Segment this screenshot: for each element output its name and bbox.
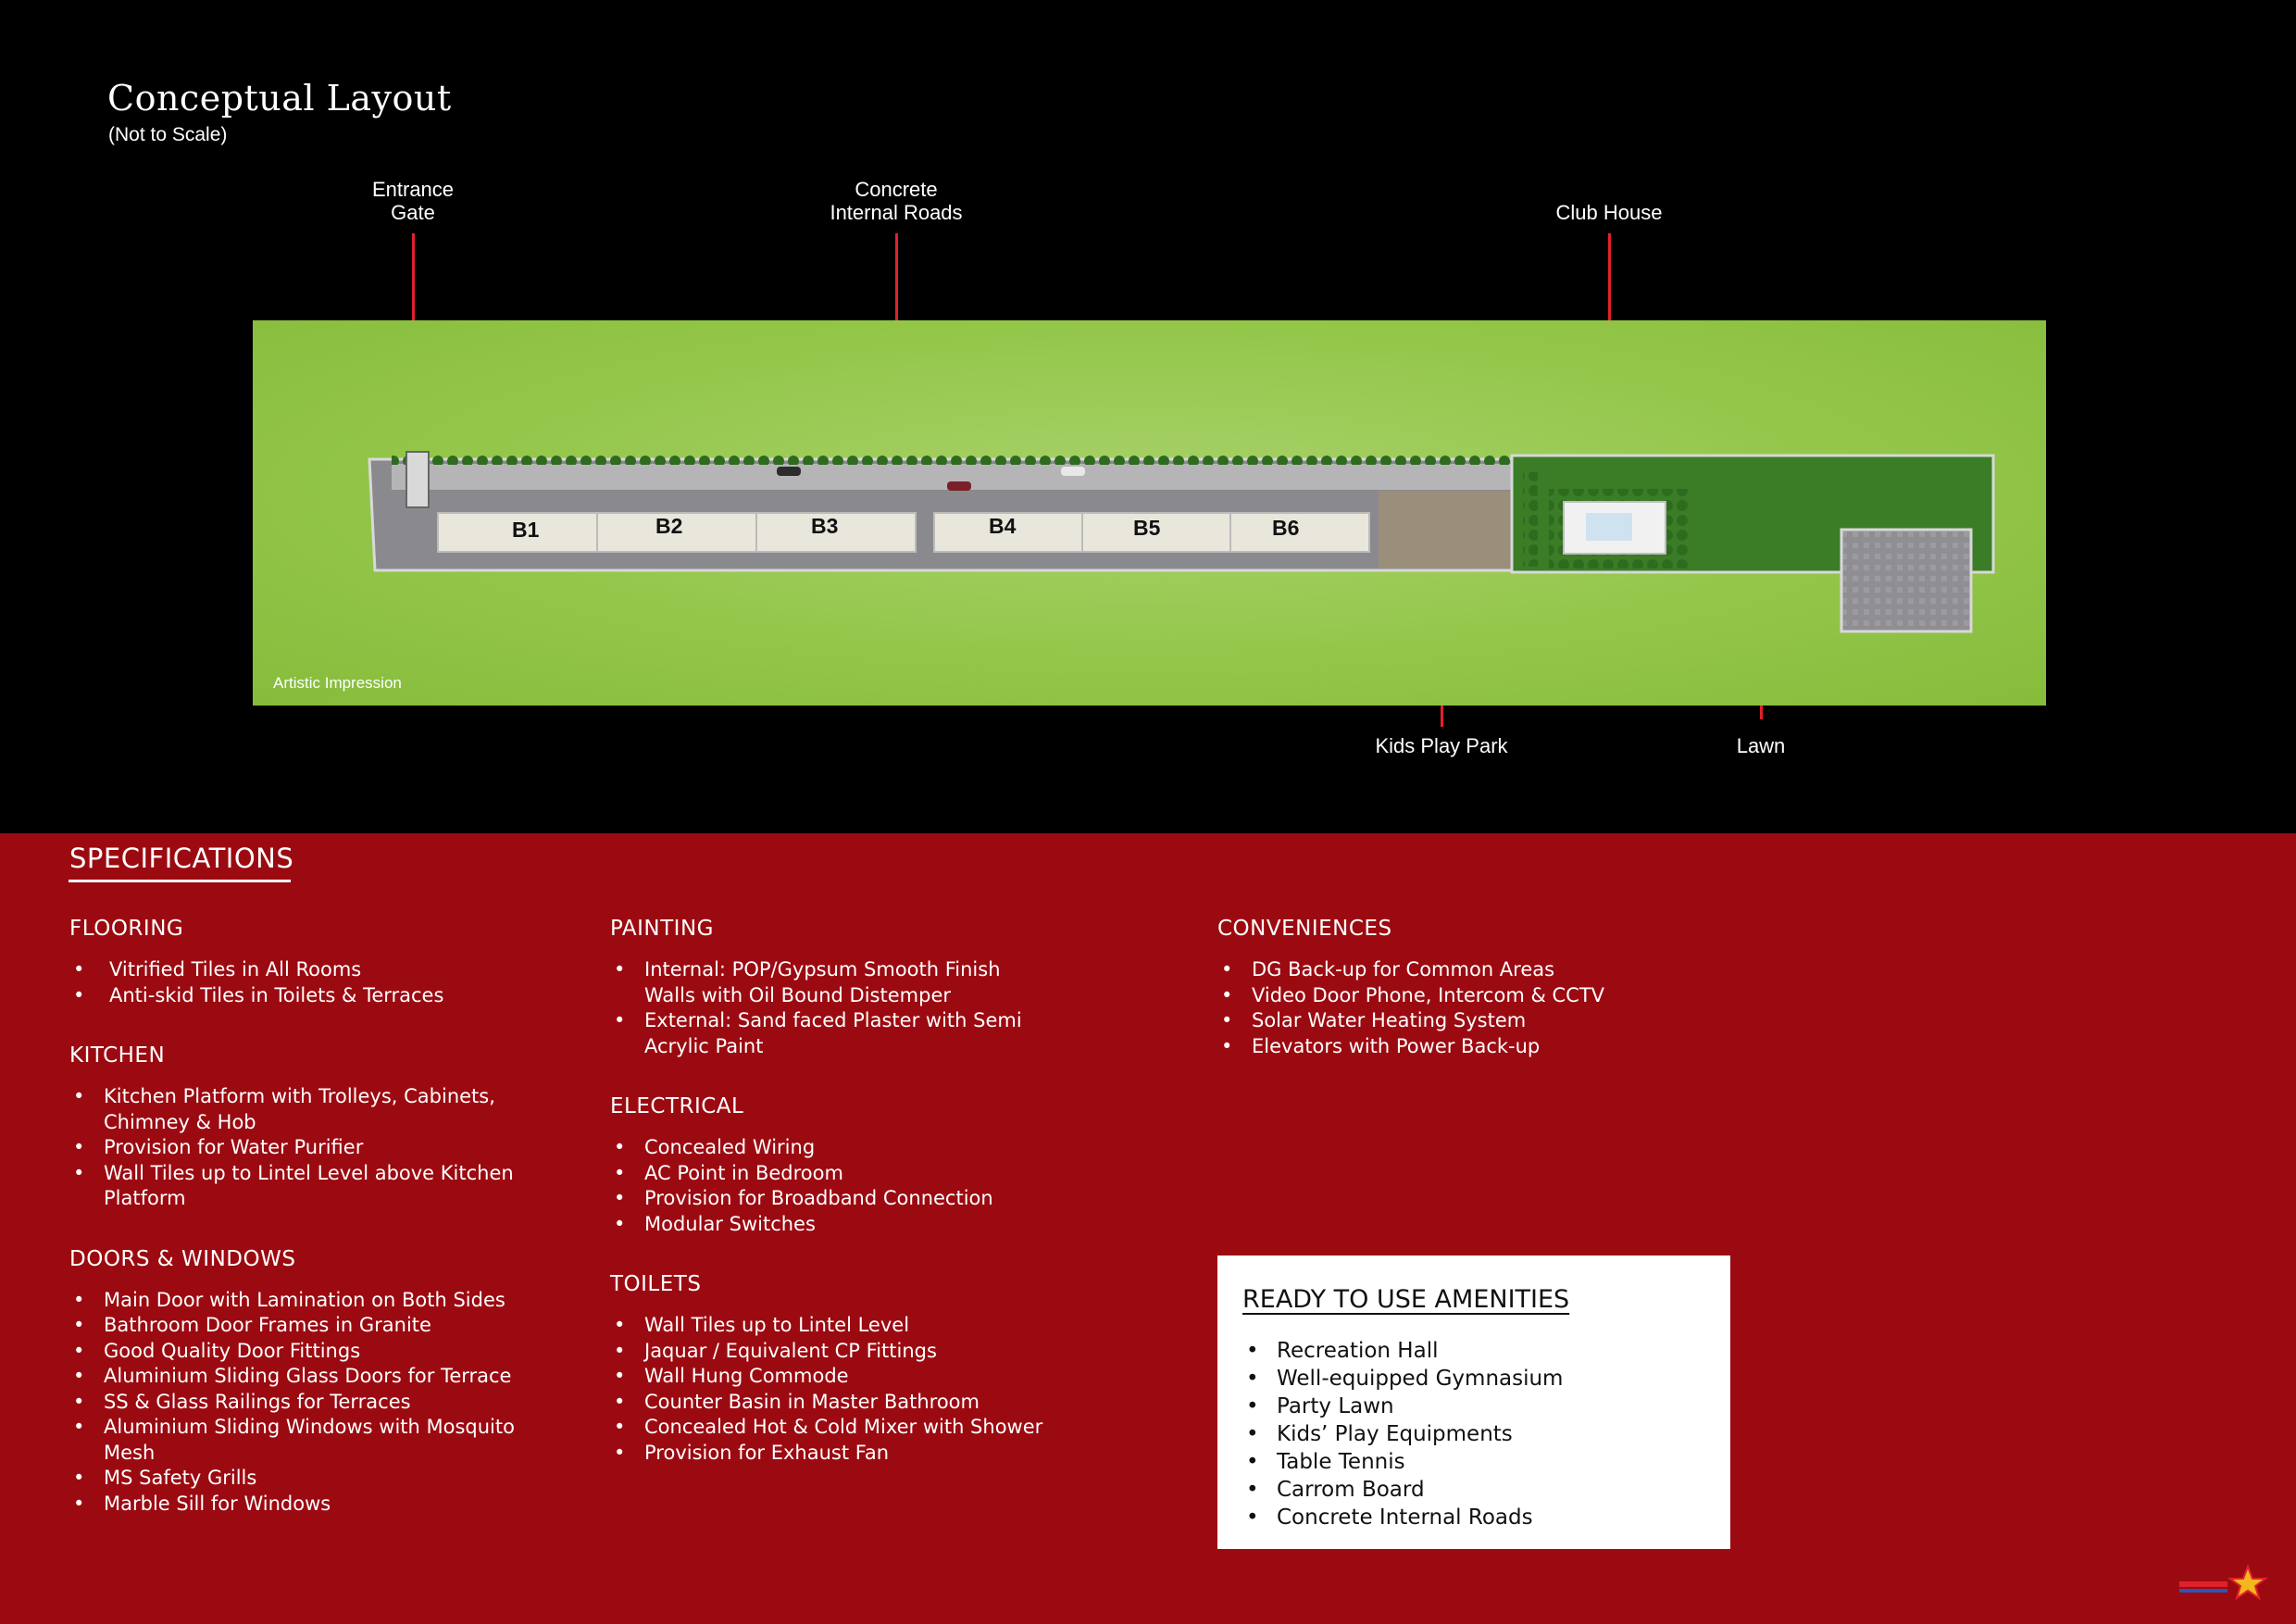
list-item: Kids’ Play Equipments xyxy=(1242,1420,1563,1448)
car xyxy=(1061,467,1085,476)
doors-windows-title: DOORS & WINDOWS xyxy=(69,1246,296,1271)
toilets-title: TOILETS xyxy=(610,1272,702,1296)
list-item: Wall Tiles up to Lintel Level above Kitc… xyxy=(69,1161,551,1212)
list-item: Concealed Hot & Cold Mixer with Shower xyxy=(610,1415,1054,1441)
specifications-underline xyxy=(69,880,291,882)
electrical-title: ELECTRICAL xyxy=(610,1094,744,1118)
block-label-b4: B4 xyxy=(989,514,1017,538)
conveniences-title: CONVENIENCES xyxy=(1217,917,1392,941)
list-item: Aluminium Sliding Glass Doors for Terrac… xyxy=(69,1364,551,1390)
building-block-b5 xyxy=(1081,512,1231,553)
callout-club-house: Club House xyxy=(1555,201,1663,224)
kitchen-title: KITCHEN xyxy=(69,1043,166,1068)
list-item: Concealed Wiring xyxy=(610,1135,1054,1161)
list-item: Kitchen Platform with Trolleys, Cabinets… xyxy=(69,1084,551,1135)
callout-concrete-roads: Concrete Internal Roads xyxy=(830,178,962,224)
electrical-list: Concealed Wiring AC Point in Bedroom Pro… xyxy=(610,1135,1054,1237)
toilets-list: Wall Tiles up to Lintel Level Jaquar / E… xyxy=(610,1313,1054,1466)
block-label-b1: B1 xyxy=(512,518,540,542)
car xyxy=(777,467,801,476)
site-plan: B1 B2 B3 B4 B5 B6 Artistic Impression xyxy=(253,320,2046,706)
entrance-gate-structure xyxy=(406,451,430,508)
artistic-impression-note: Artistic Impression xyxy=(273,674,402,692)
list-item: Recreation Hall xyxy=(1242,1337,1563,1365)
amenities-title: READY TO USE AMENITIES xyxy=(1242,1285,1570,1314)
page-subtitle: (Not to Scale) xyxy=(108,124,228,145)
building-block-b4 xyxy=(933,512,1083,553)
list-item: Party Lawn xyxy=(1242,1393,1563,1420)
flooring-list: Vitrified Tiles in All Rooms Anti-skid T… xyxy=(69,957,551,1008)
callout-lawn: Lawn xyxy=(1736,734,1786,757)
list-item: Modular Switches xyxy=(610,1212,1054,1238)
building-block-b3 xyxy=(755,512,917,553)
list-item: SS & Glass Railings for Terraces xyxy=(69,1390,551,1416)
club-house-pool xyxy=(1586,513,1632,541)
callout-entrance-gate-line1: Entrance xyxy=(371,178,455,201)
list-item: Wall Hung Commode xyxy=(610,1364,1054,1390)
list-item: Video Door Phone, Intercom & CCTV xyxy=(1217,983,1736,1009)
block-label-b6: B6 xyxy=(1272,516,1299,540)
callout-concrete-roads-line2: Internal Roads xyxy=(830,201,963,224)
list-item: DG Back-up for Common Areas xyxy=(1217,957,1736,983)
list-item: Provision for Broadband Connection xyxy=(610,1186,1054,1212)
amenities-list: Recreation Hall Well-equipped Gymnasium … xyxy=(1242,1337,1563,1531)
flooring-title: FLOORING xyxy=(69,917,184,941)
list-item: Carrom Board xyxy=(1242,1476,1563,1504)
page-title: Conceptual Layout xyxy=(107,78,452,119)
doors-windows-list: Main Door with Lamination on Both Sides … xyxy=(69,1288,551,1518)
list-item: Good Quality Door Fittings xyxy=(69,1339,551,1365)
painting-title: PAINTING xyxy=(610,917,714,941)
list-item: Well-equipped Gymnasium xyxy=(1242,1365,1563,1393)
amenities-box: READY TO USE AMENITIES Recreation Hall W… xyxy=(1217,1255,1730,1549)
block-label-b3: B3 xyxy=(811,514,838,538)
lawn-hedge xyxy=(1523,472,1538,567)
specifications-section: SPECIFICATIONS FLOORING Vitrified Tiles … xyxy=(0,833,2296,1624)
list-item: MS Safety Grills xyxy=(69,1466,551,1492)
callout-entrance-gate-line2: Gate xyxy=(391,201,435,224)
conveniences-list: DG Back-up for Common Areas Video Door P… xyxy=(1217,957,1736,1059)
list-item: Jaquar / Equivalent CP Fittings xyxy=(610,1339,1054,1365)
spec-column-3: CONVENIENCES DG Back-up for Common Areas… xyxy=(1217,917,1736,1094)
list-item: Concrete Internal Roads xyxy=(1242,1504,1563,1531)
list-item: Solar Water Heating System xyxy=(1217,1008,1736,1034)
list-item: Main Door with Lamination on Both Sides xyxy=(69,1288,551,1314)
kids-play-park-area xyxy=(1379,491,1512,568)
specifications-heading: SPECIFICATIONS xyxy=(69,843,294,874)
parking-area xyxy=(1840,528,1973,633)
callout-entrance-gate: Entrance Gate xyxy=(372,178,454,224)
site-plan-drawing: B1 B2 B3 B4 B5 B6 xyxy=(368,451,1995,633)
list-item: Aluminium Sliding Windows with Mosquito … xyxy=(69,1415,551,1466)
building-block-b6 xyxy=(1229,512,1370,553)
list-item: Bathroom Door Frames in Granite xyxy=(69,1313,551,1339)
callout-kids-play-park: Kids Play Park xyxy=(1375,734,1508,757)
conceptual-layout-section: Conceptual Layout (Not to Scale) Entranc… xyxy=(107,78,2046,757)
list-item: Marble Sill for Windows xyxy=(69,1492,551,1518)
car xyxy=(947,481,971,491)
list-item: Elevators with Power Back-up xyxy=(1217,1034,1736,1060)
kitchen-list: Kitchen Platform with Trolleys, Cabinets… xyxy=(69,1084,551,1212)
block-label-b2: B2 xyxy=(655,514,682,538)
list-item: AC Point in Bedroom xyxy=(610,1161,1054,1187)
painting-list: Internal: POP/Gypsum Smooth Finish Walls… xyxy=(610,957,1054,1059)
list-item: Table Tennis xyxy=(1242,1448,1563,1476)
building-block-b2 xyxy=(596,512,757,553)
spec-column-1: FLOORING Vitrified Tiles in All Rooms An… xyxy=(69,917,551,1552)
list-item: Internal: POP/Gypsum Smooth Finish Walls… xyxy=(610,957,1054,1008)
block-label-b5: B5 xyxy=(1133,516,1161,540)
list-item: Anti-skid Tiles in Toilets & Terraces xyxy=(69,983,551,1009)
list-item: Provision for Water Purifier xyxy=(69,1135,551,1161)
spec-column-2: PAINTING Internal: POP/Gypsum Smooth Fin… xyxy=(610,917,1054,1501)
tree-line xyxy=(392,452,1716,465)
list-item: External: Sand faced Plaster with Semi A… xyxy=(610,1008,1054,1059)
list-item: Vitrified Tiles in All Rooms xyxy=(69,957,551,983)
brand-star-logo-icon xyxy=(2176,1563,2269,1608)
list-item: Counter Basin in Master Bathroom xyxy=(610,1390,1054,1416)
callout-concrete-roads-line1: Concrete xyxy=(855,178,938,201)
list-item: Wall Tiles up to Lintel Level xyxy=(610,1313,1054,1339)
list-item: Provision for Exhaust Fan xyxy=(610,1441,1054,1467)
